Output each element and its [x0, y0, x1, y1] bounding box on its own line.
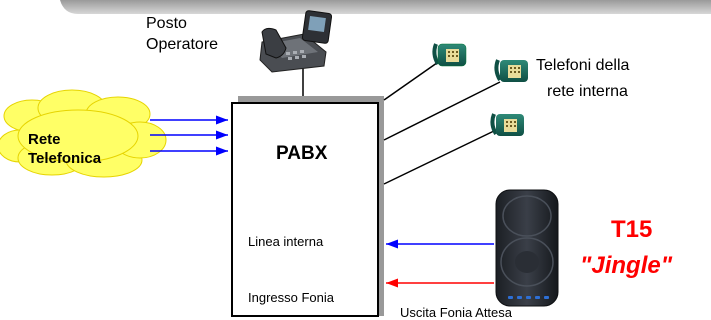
top-banner	[60, 0, 711, 14]
phones-label-line2: rete interna	[547, 83, 628, 100]
operator-phone-icon	[259, 10, 333, 73]
operator-label-line1: Posto	[146, 15, 187, 32]
audio-input-label: Ingresso Fonia	[248, 290, 335, 305]
network-label-line1: Rete	[28, 131, 61, 148]
audio-output-label: Uscita Fonia Attesa	[400, 305, 513, 320]
jingle-device-icon	[495, 189, 559, 307]
phones-label-line1: Telefoni della	[536, 57, 630, 74]
internal-phone-icon-3	[490, 113, 524, 136]
internal-phone-icon-1	[432, 43, 467, 67]
device-name-label: "Jingle"	[580, 252, 673, 279]
network-trunk-arrows	[150, 115, 228, 156]
network-cloud	[0, 89, 167, 178]
pabx-box	[231, 96, 384, 317]
internal-phone-links	[383, 57, 501, 185]
device-model-label: T15	[611, 216, 652, 243]
network-label-line2: Telefonica	[28, 150, 102, 167]
operator-label-line2: Operatore	[146, 36, 218, 53]
internal-phone-icon-2	[494, 59, 528, 82]
internal-line-label: Linea interna	[248, 234, 324, 249]
pabx-title: PABX	[276, 143, 328, 164]
